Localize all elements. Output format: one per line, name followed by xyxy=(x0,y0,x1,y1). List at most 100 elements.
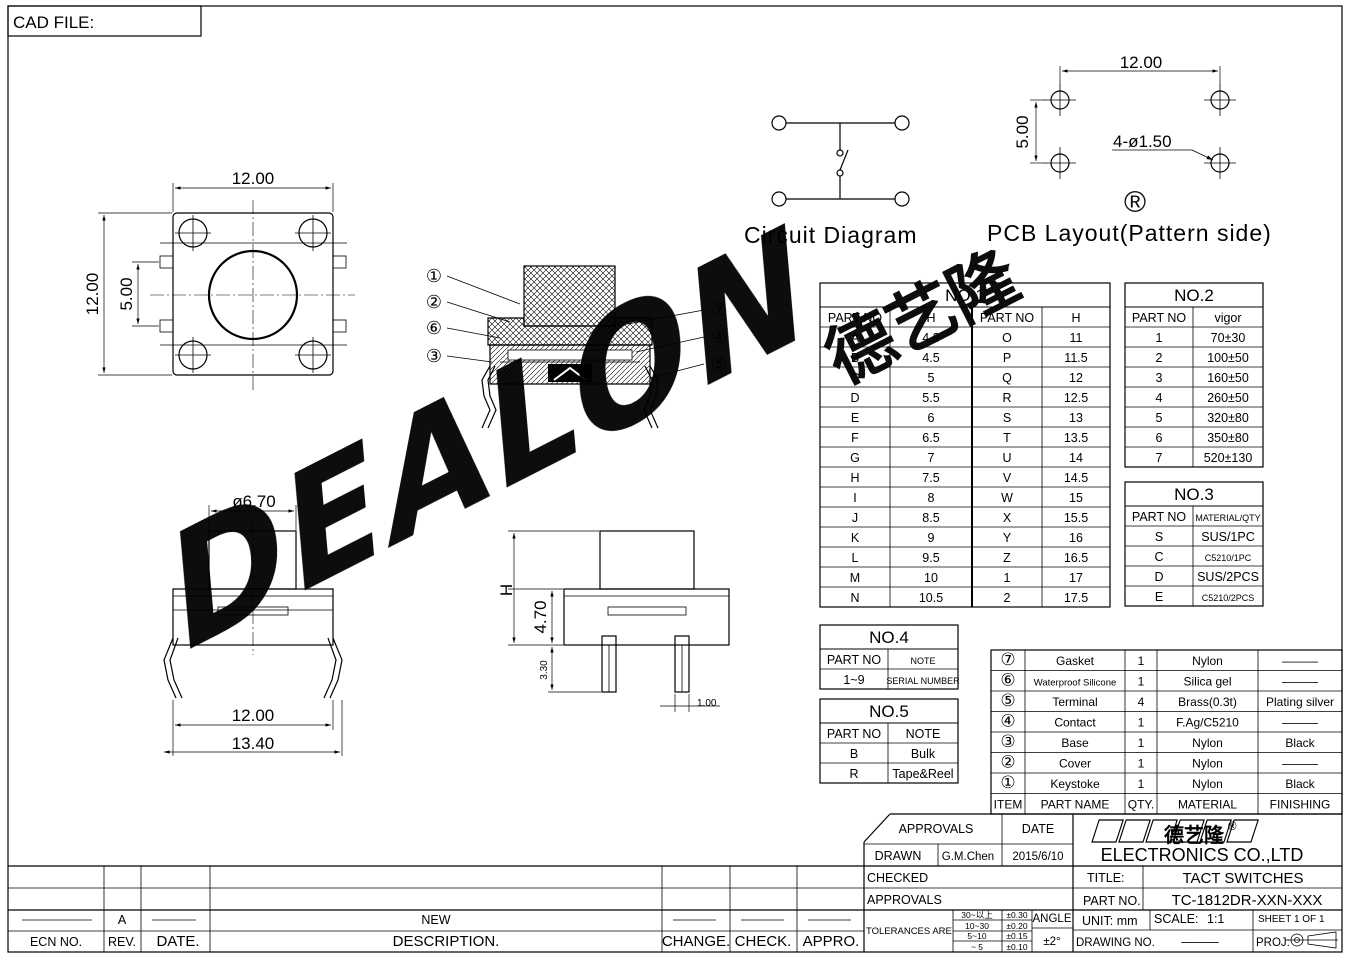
cad-file-box xyxy=(7,5,202,37)
table-no2-cell: 350±80 xyxy=(1207,431,1249,445)
table-no1-cell: 9.5 xyxy=(922,551,939,565)
cad-file-label: CAD FILE: xyxy=(13,13,94,32)
date-col-header: DATE. xyxy=(156,933,199,950)
tol-range-1: 30~以上 xyxy=(961,910,993,920)
table-no1-header: H xyxy=(1071,311,1080,325)
bom-cell: Nylon xyxy=(1192,654,1223,668)
table-no1-cell: 17.5 xyxy=(1064,591,1088,605)
table-no2-cell: 520±130 xyxy=(1204,451,1253,465)
bom-cell: Nylon xyxy=(1192,777,1223,791)
bom-header: FINISHING xyxy=(1270,798,1331,812)
table-no5-cell: Bulk xyxy=(911,747,936,761)
bom-cell: Nylon xyxy=(1192,736,1223,750)
table-no2-cell: 70±30 xyxy=(1211,331,1246,345)
ecn-header: ECN NO. xyxy=(30,935,82,949)
callout-5: ⑤ xyxy=(711,354,727,374)
bom-cell: Terminal xyxy=(1052,695,1097,709)
bom-cell: ⑥ xyxy=(1000,671,1015,690)
table-no3-cell: S xyxy=(1155,530,1163,544)
table-no1-cell: 17 xyxy=(1069,571,1083,585)
table-no1-cell: 10 xyxy=(924,571,938,585)
bom-cell: Nylon xyxy=(1192,757,1223,771)
dim-h: H xyxy=(497,584,516,596)
table-no1-header: PART NO xyxy=(980,311,1034,325)
drawing-no-value: ——— xyxy=(1181,935,1219,949)
bom-cell: Waterproof Silicone xyxy=(1034,678,1117,689)
table-no1-cell: 16 xyxy=(1069,531,1083,545)
callout-6: ⑥ xyxy=(426,318,442,338)
pcb-hole-note: 4-ø1.50 xyxy=(1113,132,1172,151)
bom-cell: ③ xyxy=(1000,732,1015,751)
table-no1-cell: 1 xyxy=(1004,571,1011,585)
dim-plunger-diameter: ø6.70 xyxy=(232,492,275,511)
table-no1-cell: V xyxy=(1003,471,1012,485)
side-view xyxy=(508,530,730,712)
table-no2-header: PART NO xyxy=(1132,311,1186,325)
table-no5-cell: B xyxy=(850,747,858,761)
tol-value-3: ±0.15 xyxy=(1006,931,1027,941)
table-no5-header: NOTE xyxy=(906,727,941,741)
drawing-no-label: DRAWING NO. xyxy=(1076,937,1155,949)
callout-2: ② xyxy=(426,292,442,312)
checked-label: CHECKED xyxy=(867,871,928,885)
table-no3-cell: C xyxy=(1154,550,1163,564)
table-no4-header: PART NO xyxy=(827,653,881,667)
pcb-layout xyxy=(1030,66,1236,179)
scale-label: SCALE: xyxy=(1154,912,1198,926)
table-no3-header: PART NO xyxy=(1132,510,1186,524)
part-no-label: PART NO. xyxy=(1083,894,1141,908)
bom-cell: ——— xyxy=(1282,654,1318,668)
watermark-logo: DEALON xyxy=(165,183,814,694)
bom-cell: ② xyxy=(1000,753,1015,772)
tol-range-3: 5~10 xyxy=(967,931,986,941)
table-no1-cell: 6 xyxy=(928,411,935,425)
table-no1-cell: Z xyxy=(1003,551,1011,565)
drawn-date: 2015/6/10 xyxy=(1012,851,1063,863)
cross-section xyxy=(446,265,705,429)
table-no4-header: NOTE xyxy=(910,656,935,666)
bom-cell: ——— xyxy=(1282,675,1318,689)
bom-cell: F.Ag/C5210 xyxy=(1176,716,1239,730)
check-header: CHECK. xyxy=(735,933,792,950)
table-no1-cell: I xyxy=(853,491,856,505)
tol-value-2: ±0.20 xyxy=(1006,921,1027,931)
callout-4: ④ xyxy=(711,327,727,347)
table-no1-cell: S xyxy=(1003,411,1011,425)
table-no5-header: PART NO xyxy=(827,727,881,741)
approvals-header: APPROVALS xyxy=(899,822,974,836)
rev-header: REV. xyxy=(108,935,136,949)
table-no1-header: PART NO xyxy=(828,311,882,325)
table-no1-cell: 7.5 xyxy=(922,471,939,485)
unit-label: UNIT: mm xyxy=(1082,914,1138,928)
proj-label: PROJ: xyxy=(1256,937,1290,949)
table-no1-cell: H xyxy=(850,471,859,485)
callout-7: ⑦ xyxy=(711,300,727,320)
table-no1-cell: K xyxy=(851,531,860,545)
table-no1-cell: Q xyxy=(1002,371,1012,385)
bom-cell: 4 xyxy=(1138,695,1145,709)
table-no1-cell: 16.5 xyxy=(1064,551,1088,565)
table-no3-cell: C5210/1PC xyxy=(1205,553,1252,563)
table-no5-title: NO.5 xyxy=(869,702,909,721)
bom-cell: Black xyxy=(1285,777,1315,791)
company-logo-chinese: 德艺隆 xyxy=(1164,823,1225,847)
tol-value-1: ±0.30 xyxy=(1006,910,1027,920)
table-no3-title: NO.3 xyxy=(1174,485,1214,504)
table-no1-cell: 10.5 xyxy=(919,591,943,605)
bom-cell: Plating silver xyxy=(1266,695,1334,709)
bom-cell: Brass(0.3t) xyxy=(1178,695,1237,709)
watermark: DEALON 德艺隆 ® xyxy=(165,183,1146,694)
dim-height-top: 12.00 xyxy=(83,273,102,316)
bom-cell: 1 xyxy=(1138,654,1145,668)
drawn-by: G.M.Chen xyxy=(942,851,994,863)
dim-body-width: 12.00 xyxy=(232,706,275,725)
circuit-diagram xyxy=(771,115,910,207)
bom-header: ITEM xyxy=(994,798,1023,812)
appro-header: APPRO. xyxy=(803,933,860,950)
bom-cell: Gasket xyxy=(1056,654,1095,668)
tol-range-4: ~ 5 xyxy=(971,942,983,952)
